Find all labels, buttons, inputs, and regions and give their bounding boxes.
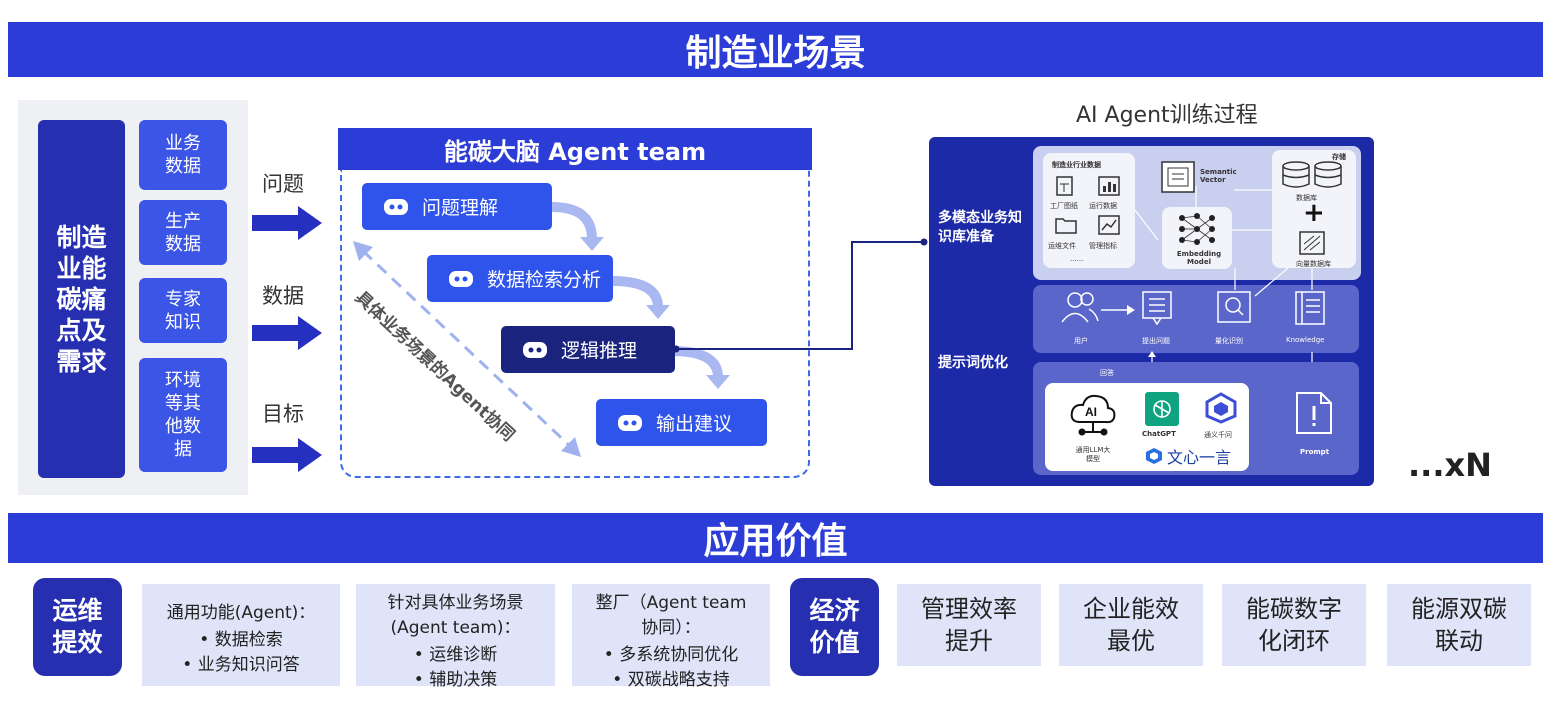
flow-label-goal: 目标: [262, 402, 304, 426]
wenxin-icon: [1146, 448, 1162, 464]
quantify-label: 量化识别: [1215, 337, 1243, 345]
step-output-suggestion: 输出建议: [596, 399, 767, 446]
benefit-digital-loop: 能碳数字化闭环: [1222, 584, 1366, 666]
source-business-data: 业务数据: [139, 120, 227, 190]
svg-text:AI: AI: [1085, 405, 1097, 419]
robot-icon: [523, 341, 547, 358]
wenxin-logo: 文心一言: [1145, 444, 1231, 468]
industry-ellipsis: ......: [1070, 255, 1084, 263]
llm-label: 通用LLM大模型: [1075, 446, 1111, 463]
value-banner: 应用价值: [8, 513, 1543, 563]
list-item: 业务知识问答: [150, 650, 332, 675]
prompt-opt-label: 提示词优化: [938, 355, 1008, 371]
list-item: 双碳战略支持: [578, 665, 764, 690]
database-icon: [1282, 161, 1342, 188]
embedding-model-label: Embedding Model: [1176, 250, 1222, 266]
storage-card: [1272, 150, 1356, 268]
knowledge-label: Knowledge: [1286, 336, 1325, 344]
database-label: 数据库: [1296, 194, 1317, 202]
right-arrow-icon: [252, 316, 322, 350]
agent-team-header: 能碳大脑 Agent team: [338, 128, 812, 170]
prompt-label: Prompt: [1300, 448, 1330, 456]
pain-points-title: 制造 业能 碳痛 点及 需求: [38, 120, 125, 478]
tongyi-icon: [1205, 392, 1237, 424]
semantic-vector-label: Semantic Vector: [1200, 168, 1237, 184]
benefit-energy-efficiency: 企业能效最优: [1059, 584, 1203, 666]
plus-icon: +: [1303, 198, 1325, 228]
right-arrow-icon: [252, 206, 322, 240]
industry-data-title: 制造业行业数据: [1052, 161, 1101, 169]
question-doc-icon: [1142, 291, 1172, 326]
economic-value-title: 经济价值: [790, 578, 879, 676]
kb-prep-label: 多模态业务知识库准备: [938, 210, 1022, 245]
list-item: 多系统协同优化: [578, 640, 764, 665]
flow-label-data: 数据: [262, 284, 304, 308]
arrow-right-icon: [1101, 305, 1135, 315]
list-item: 数据检索: [150, 625, 332, 650]
top-banner-title: 制造业场景: [685, 32, 866, 74]
chatgpt-icon: [1145, 392, 1179, 426]
benefit-dual-carbon: 能源双碳联动: [1387, 584, 1531, 666]
cloud-ai-icon: AI: [1070, 394, 1116, 436]
vector-db-label: 向量数据库: [1296, 260, 1331, 268]
neural-net-icon: [1179, 213, 1215, 245]
list-item: 运维诊断: [362, 640, 549, 665]
folder-icon: [1055, 218, 1077, 234]
source-production-data: 生产数据: [139, 200, 227, 265]
search-box-icon: [1217, 291, 1251, 323]
step-question-understanding: 问题理解: [362, 183, 552, 230]
flow-label-question: 问题: [262, 172, 304, 196]
feedback-label: 回答: [1100, 369, 1114, 377]
diagonal-dashed-arrow: [353, 241, 581, 457]
users-icon: [1061, 292, 1099, 323]
vector-db-icon: [1299, 231, 1325, 255]
prompt-doc-icon: [1296, 392, 1332, 434]
right-arrow-icon: [252, 438, 322, 472]
storage-label: 存储: [1332, 153, 1346, 161]
list-item: 辅助决策: [362, 665, 549, 690]
industry-item: 运行数据: [1089, 202, 1117, 210]
robot-icon: [618, 414, 642, 431]
query-sub-panel: [1033, 285, 1359, 353]
benefit-management-efficiency: 管理效率提升: [897, 584, 1041, 666]
training-title: AI Agent训练过程: [1076, 103, 1258, 128]
chatgpt-label: ChatGPT: [1142, 430, 1176, 438]
trend-chart-icon: [1098, 215, 1120, 235]
vector-doc-icon: [1161, 161, 1195, 193]
reasoning-connector: [672, 238, 928, 353]
bar-chart-icon: [1098, 176, 1120, 196]
step-data-retrieval: 数据检索分析: [427, 255, 613, 302]
blueprint-icon: [1056, 176, 1073, 196]
industry-item: 管理指标: [1089, 242, 1117, 250]
industry-item: 运维文件: [1048, 242, 1076, 250]
industry-data-card: [1043, 153, 1135, 268]
knowledge-book-icon: [1295, 291, 1325, 325]
agent-team-box: [340, 170, 810, 478]
source-environment-data: 环境等其 他数据: [139, 358, 227, 472]
top-banner: 制造业场景: [8, 22, 1543, 77]
multiplier: ...xN: [1408, 446, 1492, 484]
value-card-scenario: 针对具体业务场景 (Agent team)： 运维诊断 辅助决策: [356, 584, 555, 690]
step-logical-reasoning: 逻辑推理: [501, 326, 675, 373]
robot-icon: [384, 198, 408, 215]
tongyi-label: 通义千问: [1204, 431, 1232, 439]
industry-item: 工厂图纸: [1050, 202, 1078, 210]
value-card-plant: 整厂（Agent team 协同）： 多系统协同优化 双碳战略支持: [572, 584, 770, 690]
user-label: 用户: [1074, 337, 1088, 345]
ask-label: 提出问题: [1142, 337, 1170, 345]
source-expert-knowledge: 专家知识: [139, 278, 227, 343]
ops-efficiency-title: 运维提效: [33, 578, 122, 676]
robot-icon: [449, 270, 473, 287]
step-connectors: [551, 202, 730, 389]
value-card-general: 通用功能(Agent)： 数据检索 业务知识问答: [142, 584, 340, 686]
